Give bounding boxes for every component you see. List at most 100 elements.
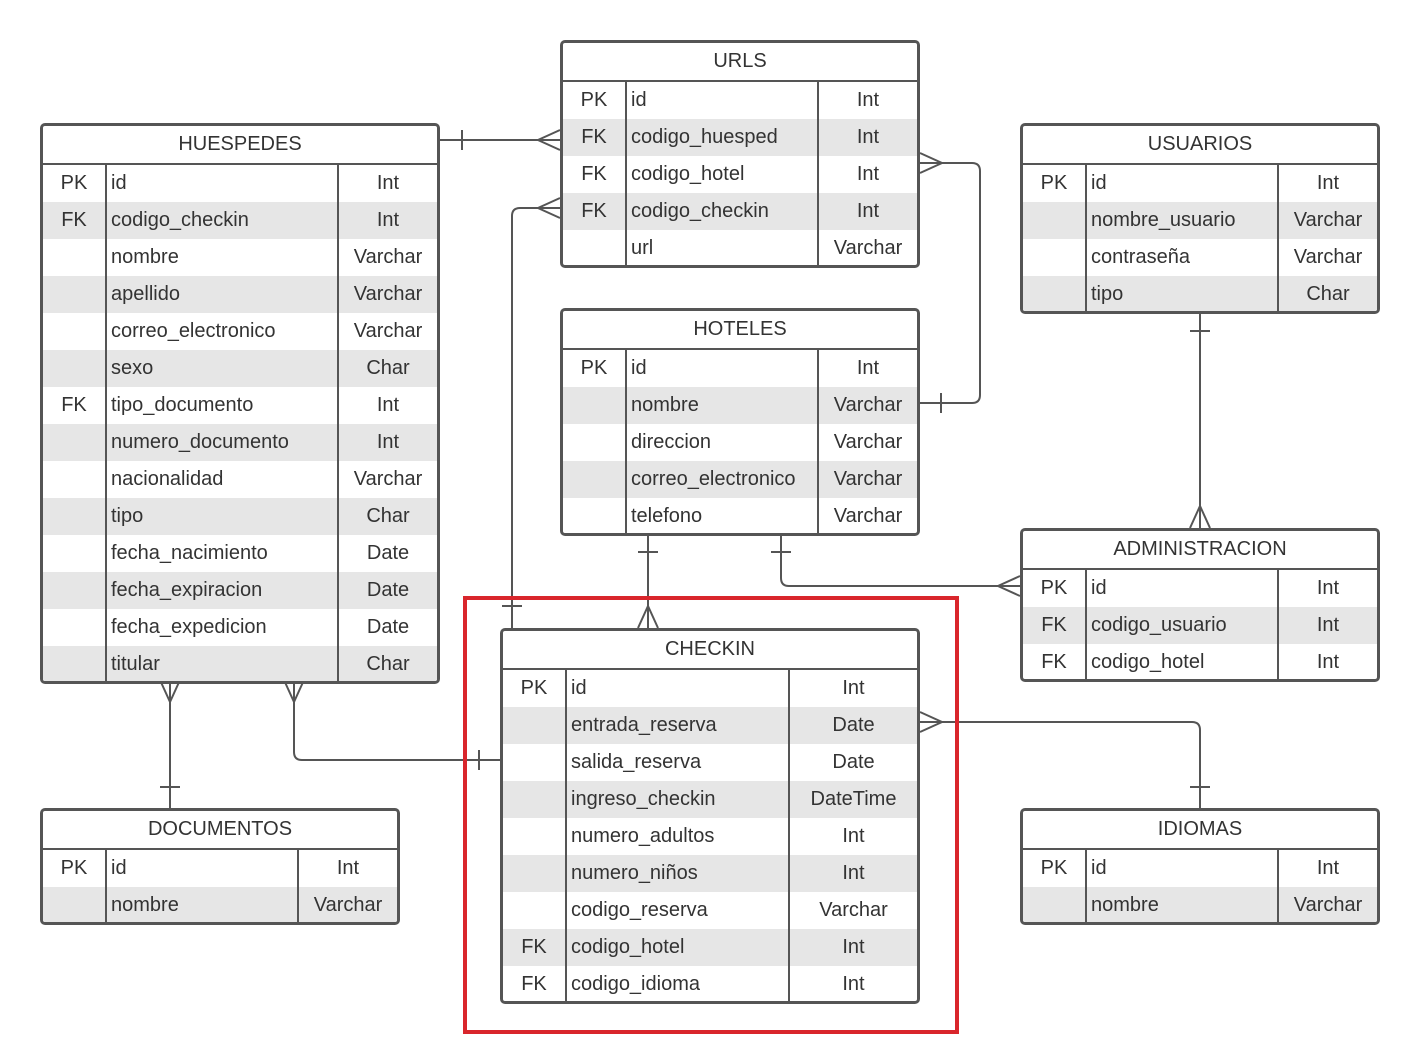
column-name: contraseña bbox=[1087, 239, 1279, 276]
column-name: nombre bbox=[1087, 887, 1279, 922]
column-name: id bbox=[1087, 165, 1279, 202]
column-key: FK bbox=[43, 202, 107, 239]
column-type: Int bbox=[856, 163, 880, 185]
column-key bbox=[1023, 239, 1087, 276]
column-key: FK bbox=[1023, 644, 1087, 679]
column-name: nombre bbox=[107, 239, 339, 276]
column-key bbox=[43, 424, 107, 461]
column-type: Int bbox=[856, 89, 880, 111]
column-key: FK bbox=[563, 193, 627, 230]
column-name: id bbox=[107, 850, 299, 887]
column-name: nombre bbox=[107, 887, 299, 922]
column-type: Date bbox=[366, 616, 410, 638]
column-key: FK bbox=[43, 387, 107, 424]
relationship-documentos-huespedes bbox=[159, 679, 181, 808]
column-type: Varchar bbox=[1293, 209, 1363, 231]
column-key: FK bbox=[1023, 607, 1087, 644]
column-key: PK bbox=[43, 165, 107, 202]
column-type: Char bbox=[1306, 283, 1350, 305]
column-name: entrada_reserva bbox=[567, 707, 790, 744]
relationship-checkin-urls bbox=[502, 197, 561, 628]
column-name: id bbox=[567, 670, 790, 707]
column-type: Date bbox=[366, 542, 410, 564]
column-name: correo_electronico bbox=[107, 313, 339, 350]
column-type: Int bbox=[856, 357, 880, 379]
column-name: tipo bbox=[1087, 276, 1279, 311]
column-type: Varchar bbox=[833, 505, 903, 527]
table-row: nombre Varchar bbox=[43, 239, 437, 276]
column-key bbox=[563, 387, 627, 424]
column-key: FK bbox=[563, 119, 627, 156]
column-key bbox=[503, 855, 567, 892]
column-name: tipo bbox=[107, 498, 339, 535]
column-key bbox=[503, 781, 567, 818]
column-name: codigo_huesped bbox=[627, 119, 819, 156]
column-name: fecha_expiracion bbox=[107, 572, 339, 609]
column-name: direccion bbox=[627, 424, 819, 461]
column-name: id bbox=[107, 165, 339, 202]
column-type: Int bbox=[376, 172, 400, 194]
column-key bbox=[43, 461, 107, 498]
column-name: nombre bbox=[627, 387, 819, 424]
column-type: Varchar bbox=[833, 394, 903, 416]
relationship-huespedes-urls bbox=[440, 129, 561, 151]
column-name: salida_reserva bbox=[567, 744, 790, 781]
column-type: Int bbox=[1316, 651, 1340, 673]
column-name: codigo_usuario bbox=[1087, 607, 1279, 644]
column-type: Varchar bbox=[353, 283, 423, 305]
column-name: telefono bbox=[627, 498, 819, 533]
column-type: Varchar bbox=[833, 237, 903, 259]
column-type: Varchar bbox=[353, 246, 423, 268]
column-key bbox=[43, 535, 107, 572]
column-type: Int bbox=[1316, 614, 1340, 636]
column-name: tipo_documento bbox=[107, 387, 339, 424]
column-key bbox=[43, 350, 107, 387]
column-key: PK bbox=[43, 850, 107, 887]
column-key bbox=[43, 498, 107, 535]
table-title: HOTELES bbox=[563, 311, 917, 350]
column-name: titular bbox=[107, 646, 339, 681]
column-key bbox=[563, 230, 627, 265]
column-name: codigo_checkin bbox=[627, 193, 819, 230]
column-key bbox=[43, 609, 107, 646]
column-type: Int bbox=[856, 200, 880, 222]
column-type: Int bbox=[842, 936, 865, 958]
column-type: Char bbox=[366, 505, 410, 527]
column-key bbox=[503, 818, 567, 855]
column-key bbox=[43, 276, 107, 313]
column-key bbox=[43, 313, 107, 350]
column-name: nacionalidad bbox=[107, 461, 339, 498]
column-type: Int bbox=[856, 126, 880, 148]
relationship-hoteles-checkin bbox=[637, 532, 659, 629]
column-name: url bbox=[627, 230, 819, 265]
column-type: Int bbox=[1316, 577, 1340, 599]
column-type: Int bbox=[842, 862, 865, 884]
column-key bbox=[563, 498, 627, 533]
column-key bbox=[563, 424, 627, 461]
column-key bbox=[43, 572, 107, 609]
